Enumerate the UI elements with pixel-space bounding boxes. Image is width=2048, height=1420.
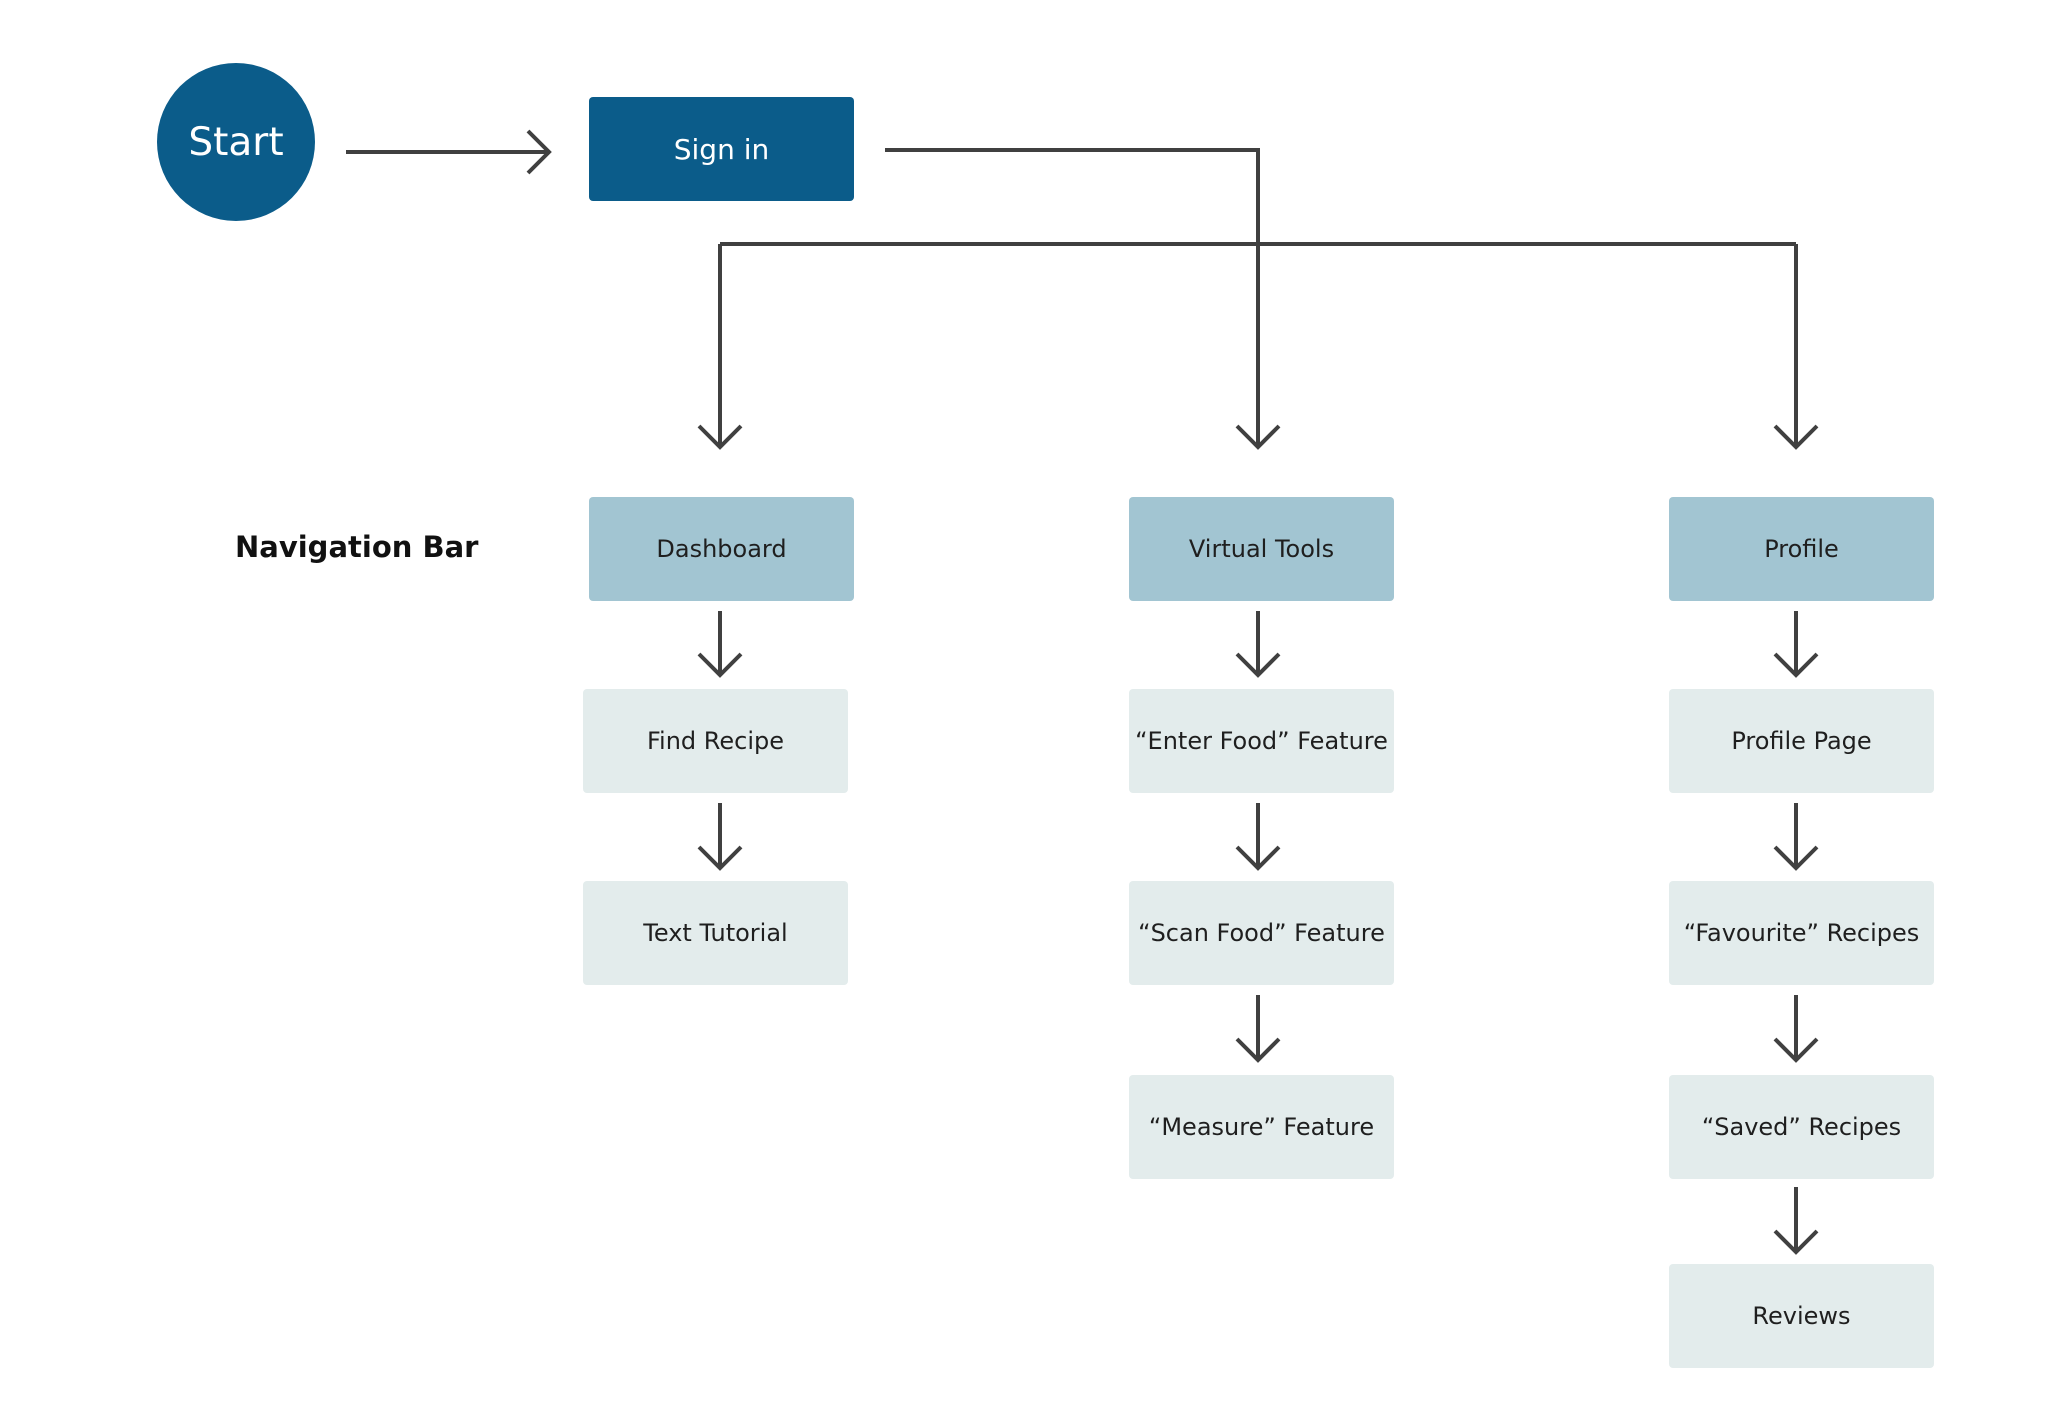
nav-node-profile: Profile	[1669, 497, 1934, 601]
nav-node-dashboard: Dashboard	[589, 497, 854, 601]
leaf-find-recipe: Find Recipe	[583, 689, 848, 793]
arrow-profile-profile-page-head	[1773, 652, 1819, 678]
leaf-favourite-recipes: “Favourite” Recipes	[1669, 881, 1934, 985]
start-node: Start	[157, 63, 315, 221]
arrow-profile-page-favourite-head	[1773, 845, 1819, 871]
arrow-to-dashboard-head	[697, 424, 743, 450]
signin-to-bus	[885, 148, 1260, 244]
arrow-virtual-tools-enter-food-head	[1235, 652, 1281, 678]
arrow-enter-food-scan-food-head	[1235, 845, 1281, 871]
navigation-bar-label: Navigation Bar	[235, 530, 479, 564]
sign-in-node: Sign in	[589, 97, 854, 201]
start-to-signin-head	[526, 129, 552, 175]
arrow-to-virtual-tools-head	[1235, 424, 1281, 450]
arrow-favourite-saved-head	[1773, 1037, 1819, 1063]
leaf-measure-feature: “Measure” Feature	[1129, 1075, 1394, 1179]
leaf-profile-page: Profile Page	[1669, 689, 1934, 793]
arrow-to-profile-head	[1773, 424, 1819, 450]
leaf-saved-recipes: “Saved” Recipes	[1669, 1075, 1934, 1179]
nav-node-virtual-tools: Virtual Tools	[1129, 497, 1394, 601]
leaf-scan-food-feature: “Scan Food” Feature	[1129, 881, 1394, 985]
arrow-scan-food-measure-head	[1235, 1037, 1281, 1063]
arrow-dashboard-find-recipe-head	[697, 652, 743, 678]
leaf-reviews: Reviews	[1669, 1264, 1934, 1368]
arrow-saved-reviews-head	[1773, 1229, 1819, 1255]
leaf-text-tutorial: Text Tutorial	[583, 881, 848, 985]
leaf-enter-food-feature: “Enter Food” Feature	[1129, 689, 1394, 793]
arrow-find-recipe-text-tutorial-head	[697, 845, 743, 871]
